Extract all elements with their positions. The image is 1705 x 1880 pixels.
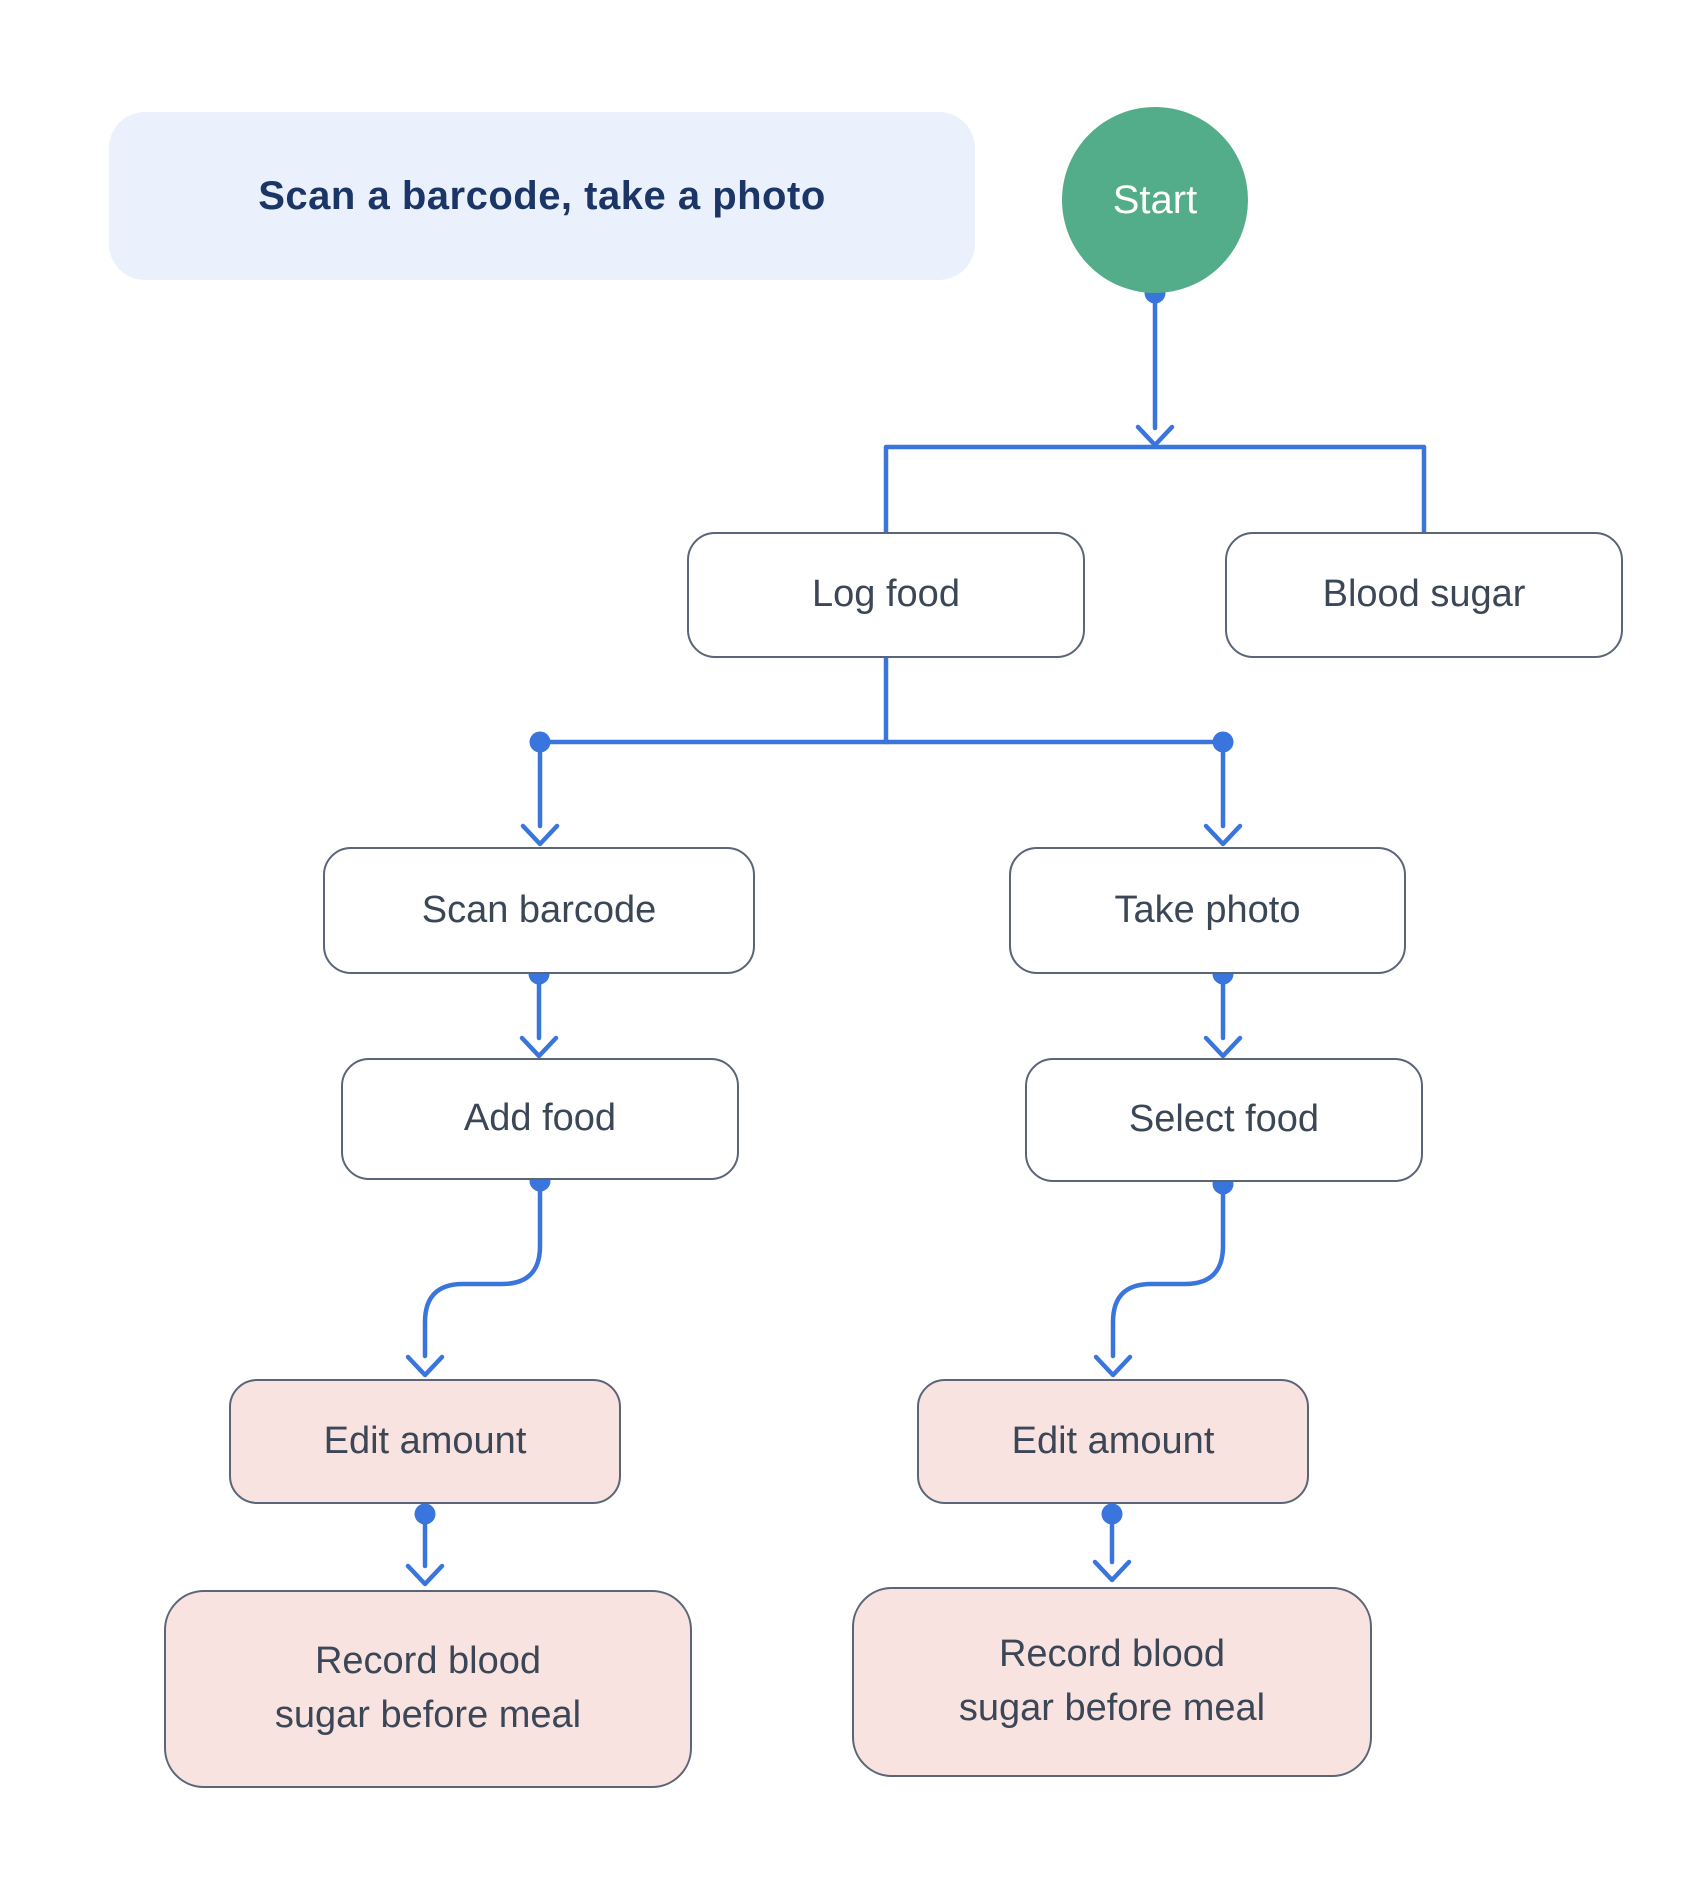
edge-to-add-food-arrowhead <box>519 1035 559 1059</box>
title-label: Scan a barcode, take a photo <box>258 173 826 218</box>
node-select-food-label: Select food <box>1128 1098 1320 1141</box>
node-record-blood-sugar-right[interactable]: Record blood sugar before meal <box>852 1587 1372 1777</box>
node-edit-amount-left-label: Edit amount <box>323 1419 527 1462</box>
node-add-food-label: Add food <box>463 1097 617 1140</box>
node-edit-amount-right-label: Edit amount <box>1011 1419 1215 1462</box>
node-take-photo[interactable]: Take photo <box>1009 847 1406 974</box>
node-take-photo-label: Take photo <box>1114 888 1301 931</box>
node-log-food[interactable]: Log food <box>687 532 1085 658</box>
node-select-food[interactable]: Select food <box>1025 1058 1423 1182</box>
node-scan-barcode[interactable]: Scan barcode <box>323 847 755 974</box>
edge-to-record-left-arrowhead <box>405 1563 445 1587</box>
edge-to-edit-amount-left-curve <box>422 1188 543 1359</box>
edge-to-record-right-arrowhead <box>1092 1559 1132 1583</box>
edge-to-edit-amount-left-arrowhead <box>405 1354 445 1378</box>
edge-to-scan-barcode-arrowhead <box>520 823 560 847</box>
edge-to-select-food-arrowhead <box>1203 1035 1243 1059</box>
edge-to-edit-amount-right-curve <box>1110 1191 1226 1359</box>
node-scan-barcode-label: Scan barcode <box>421 888 657 931</box>
port-dot-edit-amount-right <box>1101 1503 1123 1525</box>
edge-to-edit-amount-right-arrowhead <box>1093 1354 1133 1378</box>
port-dot-edit-amount-left <box>414 1503 436 1525</box>
node-start[interactable]: Start <box>1062 107 1248 293</box>
node-record-blood-sugar-left[interactable]: Record blood sugar before meal <box>164 1590 692 1788</box>
title-callout: Scan a barcode, take a photo <box>109 112 975 280</box>
port-dot-mid-right <box>1212 731 1234 753</box>
node-record-blood-sugar-left-label: Record blood sugar before meal <box>274 1640 582 1736</box>
node-record-blood-sugar-right-label: Record blood sugar before meal <box>958 1633 1266 1729</box>
node-edit-amount-right[interactable]: Edit amount <box>917 1379 1309 1504</box>
node-log-food-label: Log food <box>812 573 960 616</box>
node-add-food[interactable]: Add food <box>341 1058 739 1180</box>
node-start-label: Start <box>1112 177 1198 222</box>
node-blood-sugar-label: Blood sugar <box>1322 573 1526 616</box>
port-dot-mid-left <box>529 731 551 753</box>
node-blood-sugar[interactable]: Blood sugar <box>1225 532 1623 658</box>
node-edit-amount-left[interactable]: Edit amount <box>229 1379 621 1504</box>
edge-to-take-photo-arrowhead <box>1203 823 1243 847</box>
edge-branch-top-bar <box>883 444 1427 535</box>
